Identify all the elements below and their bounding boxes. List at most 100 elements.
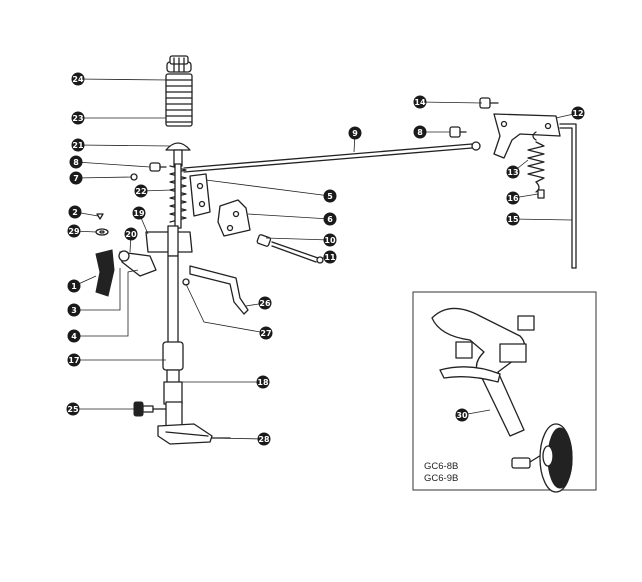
callout-leader-21: [77, 144, 171, 147]
callout-leader-7: [75, 176, 133, 179]
callout-badge-29: 29: [67, 224, 81, 238]
inset-model-line-1: GC6-8B: [424, 461, 458, 472]
callout-leader-6: [247, 213, 331, 220]
part-lifter-lever: [118, 250, 157, 277]
callout-badge-17: 17: [67, 353, 81, 367]
callout-badge-6: 6: [323, 212, 337, 226]
callout-number: 29: [68, 227, 80, 236]
callout-leader-8: [75, 161, 151, 168]
callout-badge-23: 23: [71, 111, 85, 125]
part-screw-2-washer-29: [95, 213, 109, 236]
part-presser-foot: [157, 423, 231, 445]
callout-badge-15: 15: [506, 212, 520, 226]
callout-leader-3: [74, 268, 121, 311]
callout-number: 20: [125, 230, 137, 239]
inset-detail-panel: [412, 291, 597, 493]
callout-number: 27: [260, 329, 271, 338]
part-presser-bar-cap: [165, 142, 191, 167]
part-presser-spring: [169, 163, 187, 229]
callout-badge-3: 3: [67, 303, 81, 317]
callout-number: 12: [572, 109, 583, 118]
part-regulating-nut: [166, 55, 192, 73]
callout-badge-10: 10: [323, 233, 337, 247]
callout-leader-10: [265, 237, 331, 241]
callout-leader-24: [77, 78, 169, 81]
callout-number: 14: [414, 98, 426, 107]
part-knurled-wheel: [539, 423, 573, 493]
callout-number: 10: [324, 236, 336, 245]
callout-badge-12: 12: [571, 106, 585, 120]
part-lifting-arm: [431, 307, 547, 469]
callout-number: 4: [71, 332, 77, 341]
callout-leader-14: [419, 101, 483, 104]
callout-leader-28: [213, 437, 265, 440]
part-lifter-link: [189, 265, 249, 315]
callout-leader-27: [185, 283, 267, 334]
part-screw-27: [182, 278, 190, 286]
part-screw-14: [479, 97, 499, 109]
callout-number: 6: [327, 215, 333, 224]
callout-number: 18: [257, 378, 269, 387]
callout-number: 19: [133, 209, 145, 218]
part-foot-shank: [163, 381, 183, 429]
part-thumb-screw: [133, 401, 167, 417]
callout-number: 15: [507, 215, 519, 224]
callout-badges: 2423218722229192013417182528262756101191…: [66, 72, 585, 446]
callout-badge-19: 19: [132, 206, 146, 220]
part-screw-8: [149, 162, 167, 172]
part-connecting-rod: [183, 141, 481, 173]
callout-badge-16: 16: [506, 191, 520, 205]
callout-badge-27: 27: [259, 326, 273, 340]
callout-number: 1: [71, 282, 77, 291]
callout-badge-21: 21: [71, 138, 85, 152]
callout-badge-18: 18: [256, 375, 270, 389]
part-screw-8-right: [449, 126, 467, 138]
callout-number: 16: [507, 194, 519, 203]
part-cam-lever: [95, 249, 115, 297]
callout-number: 11: [324, 253, 336, 262]
callout-number: 13: [507, 168, 518, 177]
callout-badge-7: 7: [69, 171, 83, 185]
callout-badge-30: 30: [455, 408, 469, 422]
callout-number: 17: [68, 356, 79, 365]
callout-badge-9: 9: [348, 126, 362, 140]
callout-number: 21: [72, 141, 84, 150]
callout-badge-1: 1: [67, 279, 81, 293]
callout-number: 7: [73, 174, 79, 183]
callout-number: 25: [67, 405, 79, 414]
callout-leader-4: [74, 269, 139, 337]
callout-badge-26: 26: [258, 296, 272, 310]
callout-badge-14: 14: [413, 95, 427, 109]
callout-number: 2: [72, 208, 78, 217]
callout-badge-8: 8: [413, 125, 427, 139]
callout-number: 9: [352, 129, 358, 138]
callout-leader-5: [205, 179, 331, 197]
part-guide-bracket: [145, 225, 193, 257]
callout-badge-20: 20: [124, 227, 138, 241]
callout-badge-22: 22: [134, 184, 148, 198]
callout-number: 26: [259, 299, 271, 308]
part-bracket-12: [493, 113, 561, 159]
callout-badge-13: 13: [506, 165, 520, 179]
part-threaded-bushing: [165, 73, 193, 127]
callout-number: 22: [135, 187, 146, 196]
callout-badge-24: 24: [71, 72, 85, 86]
part-l-rod: [559, 123, 577, 269]
callout-number: 8: [73, 158, 79, 167]
callout-badge-5: 5: [323, 189, 337, 203]
callout-number: 8: [417, 128, 423, 137]
callout-number: 5: [327, 192, 333, 201]
part-bracket-6: [217, 199, 251, 237]
part-stud-16: [537, 189, 545, 199]
callout-leaders: [73, 78, 579, 440]
callout-badge-28: 28: [257, 432, 271, 446]
callout-number: 24: [72, 75, 84, 84]
callout-badge-11: 11: [323, 250, 337, 264]
callout-badge-25: 25: [66, 402, 80, 416]
part-tension-spring: [527, 131, 545, 193]
callout-badge-8: 8: [69, 155, 83, 169]
inset-model-line-2: GC6-9B: [424, 473, 458, 484]
part-presser-bar: [162, 255, 184, 403]
